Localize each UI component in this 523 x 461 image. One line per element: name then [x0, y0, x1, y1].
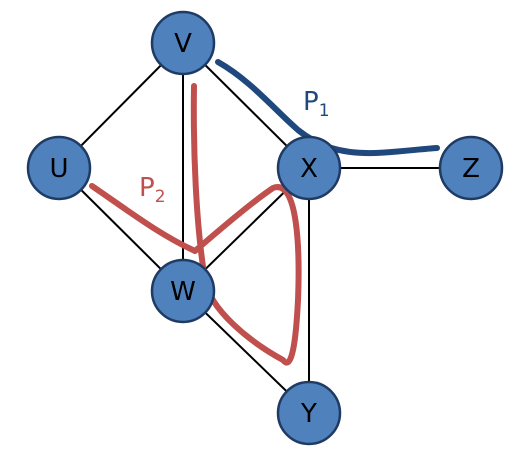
node-w-circle: [150, 258, 216, 324]
node-z-circle: [438, 135, 504, 201]
node-y-label: Y: [300, 399, 317, 429]
node-z: Z: [438, 135, 504, 201]
node-x-label: X: [300, 154, 318, 184]
node-w: W: [150, 258, 216, 324]
path-p1-letter: P: [303, 87, 319, 117]
node-v-label: V: [174, 29, 192, 59]
node-x-circle: [276, 135, 342, 201]
node-u-circle: [26, 135, 92, 201]
path-p2-letter: P: [139, 173, 155, 203]
node-v-circle: [150, 10, 216, 76]
node-v: V: [150, 10, 216, 76]
path-p2-subscript: 2: [155, 187, 166, 207]
nodes-layer: V U X Z W Y: [26, 10, 504, 446]
path-p2-label: P2: [139, 173, 166, 207]
path-p1-label: P1: [303, 87, 330, 121]
node-z-label: Z: [462, 154, 480, 184]
node-y: Y: [276, 380, 342, 446]
node-y-circle: [276, 380, 342, 446]
node-w-label: W: [170, 277, 196, 307]
node-u-label: U: [49, 154, 68, 184]
path-p1-subscript: 1: [319, 101, 330, 121]
node-u: U: [26, 135, 92, 201]
node-x: X: [276, 135, 342, 201]
